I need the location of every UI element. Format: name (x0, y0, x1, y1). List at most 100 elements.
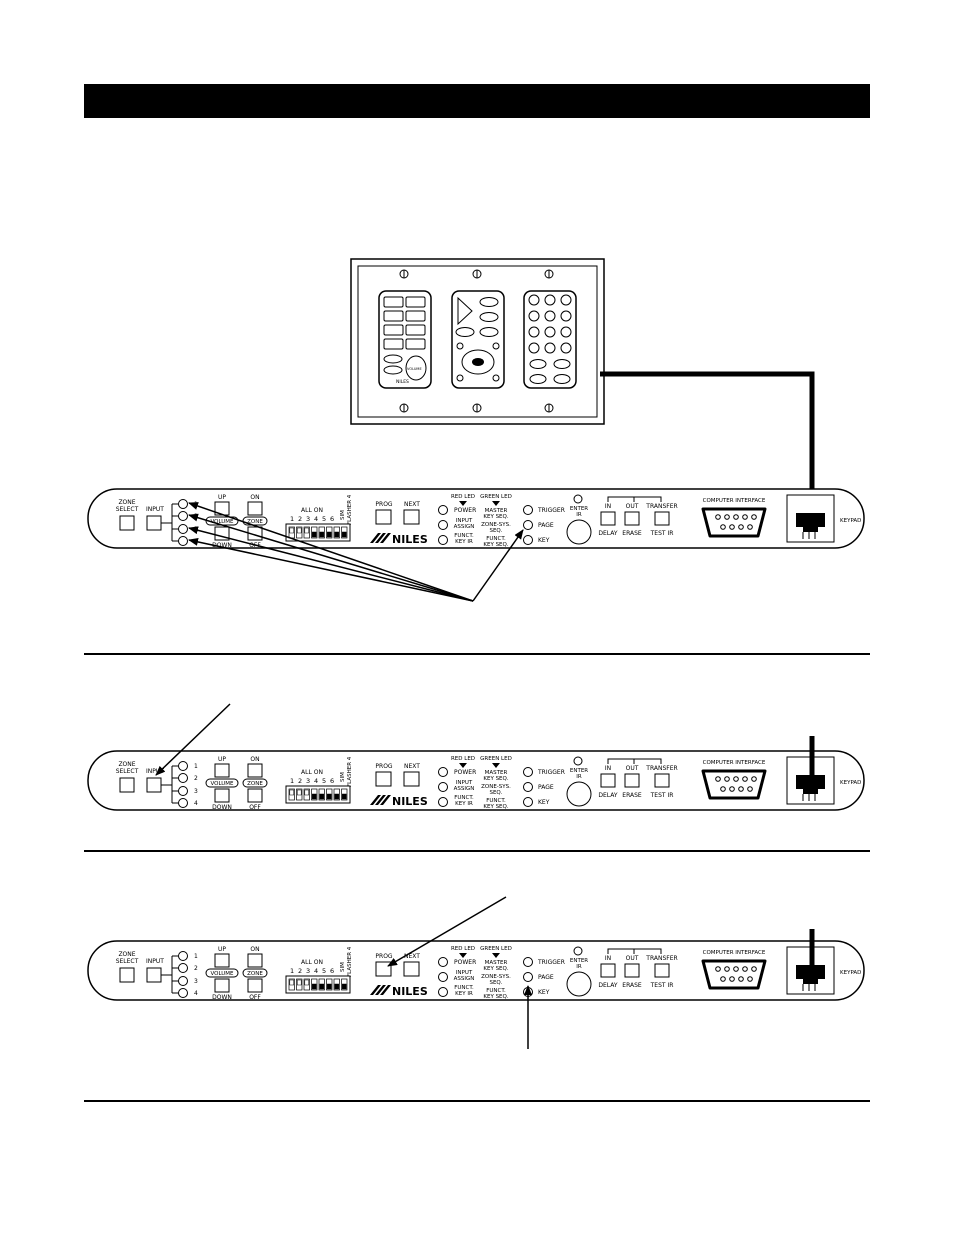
wall-key-button[interactable] (383, 324, 404, 336)
in-delay-button[interactable] (600, 511, 616, 526)
next-button[interactable] (403, 771, 420, 787)
wall-key-pill[interactable] (553, 374, 571, 384)
number-key[interactable] (528, 310, 540, 322)
prog-button[interactable] (375, 509, 392, 525)
wall-key-pill[interactable] (553, 359, 571, 369)
zone-on-button[interactable] (247, 763, 263, 778)
out-erase-button[interactable] (624, 773, 640, 788)
wall-key-pill[interactable] (383, 365, 403, 375)
input-label: INPUT (146, 506, 164, 513)
rewind-button[interactable] (455, 327, 475, 337)
zone-select-button[interactable] (119, 777, 135, 793)
enter-ir-led (573, 756, 583, 766)
transfer-test-ir-button[interactable] (654, 511, 670, 526)
wall-key-button[interactable] (383, 338, 404, 350)
zone-select-button[interactable] (119, 967, 135, 983)
in-out-bracket (607, 496, 662, 502)
wall-small-key[interactable] (492, 374, 500, 382)
in-out-bracket (607, 948, 662, 954)
wall-key-pill[interactable] (529, 374, 547, 384)
dip-num-2: 2 (298, 967, 302, 975)
zone-select-button[interactable] (119, 515, 135, 531)
zone-on-button[interactable] (247, 501, 263, 516)
number-key[interactable] (560, 326, 572, 338)
keypad-rj-jack[interactable] (796, 513, 825, 532)
dip-switch-block[interactable] (285, 523, 351, 542)
number-key[interactable] (560, 310, 572, 322)
volume-down-button[interactable] (214, 788, 230, 803)
wall-key-button[interactable] (405, 310, 426, 322)
next-button[interactable] (403, 961, 420, 977)
wall-key-pill[interactable] (383, 354, 403, 364)
zone-sys-seq-label-2: SEQ. (489, 790, 502, 796)
prog-button[interactable] (375, 961, 392, 977)
keypad-rj-jack[interactable] (796, 965, 825, 984)
number-key[interactable] (528, 342, 540, 354)
db9-pin-5 (751, 776, 757, 782)
sim-label: SIM (340, 510, 346, 520)
volume-up-button[interactable] (214, 953, 230, 968)
wall-key-button[interactable] (383, 310, 404, 322)
input-button[interactable] (146, 777, 162, 793)
wall-key-button[interactable] (405, 296, 426, 308)
number-key[interactable] (528, 326, 540, 338)
out-erase-button[interactable] (624, 963, 640, 978)
wall-small-key[interactable] (492, 342, 500, 350)
db9-pin-3 (733, 966, 739, 972)
input-button[interactable] (146, 515, 162, 531)
fast-forward-button[interactable] (479, 327, 499, 337)
zone-label: ZONE (247, 971, 263, 977)
wall-key-button[interactable] (405, 338, 426, 350)
wall-small-key[interactable] (456, 374, 464, 382)
dip-switch-block[interactable] (285, 975, 351, 994)
db9-port[interactable] (701, 507, 767, 538)
dip-switch-knob-3 (304, 789, 309, 796)
wall-key-button[interactable] (405, 324, 426, 336)
out-erase-button[interactable] (624, 511, 640, 526)
divider-rule-3 (84, 1100, 870, 1102)
prog-button[interactable] (375, 771, 392, 787)
number-key[interactable] (528, 294, 540, 306)
play-icon[interactable] (457, 296, 473, 326)
number-key[interactable] (560, 342, 572, 354)
pause-button[interactable] (479, 312, 499, 322)
db9-port[interactable] (701, 959, 767, 990)
number-key[interactable] (544, 326, 556, 338)
nav-select-button[interactable] (472, 358, 484, 366)
number-key[interactable] (544, 294, 556, 306)
master-key-seq-label-2: KEY SEQ. (483, 776, 508, 782)
funct-key-ir-label-2: KEY IR (455, 801, 473, 807)
wall-volume-rocker[interactable] (405, 355, 427, 381)
wall-key-pill[interactable] (529, 359, 547, 369)
number-key[interactable] (560, 294, 572, 306)
on-label: ON (250, 946, 259, 953)
red-led-arrow-icon (459, 953, 467, 958)
number-key[interactable] (544, 342, 556, 354)
volume-down-button[interactable] (214, 978, 230, 993)
transfer-test-ir-button[interactable] (654, 773, 670, 788)
zone-off-button[interactable] (247, 978, 263, 993)
input-button[interactable] (146, 967, 162, 983)
in-delay-button[interactable] (600, 963, 616, 978)
zone-led-2 (178, 773, 188, 783)
zone-select-label-2: SELECT (116, 768, 139, 775)
zone-off-button[interactable] (247, 788, 263, 803)
in-delay-button[interactable] (600, 773, 616, 788)
keypad-rj-jack[interactable] (796, 775, 825, 794)
wall-key-button[interactable] (383, 296, 404, 308)
number-key[interactable] (544, 310, 556, 322)
transfer-test-ir-button[interactable] (654, 963, 670, 978)
funct-key-seq-label-1: FUNCT. (486, 536, 506, 542)
dip-num-1: 1 (290, 967, 294, 975)
prog-label: PROG (375, 501, 393, 508)
wall-small-key[interactable] (456, 342, 464, 350)
zone-on-button[interactable] (247, 953, 263, 968)
stop-button[interactable] (479, 297, 499, 307)
green-led-arrow-icon (492, 763, 500, 768)
next-button[interactable] (403, 509, 420, 525)
input-assign-label-1: INPUT (456, 780, 473, 786)
master-key-seq-label-2: KEY SEQ. (483, 966, 508, 972)
db9-port[interactable] (701, 769, 767, 800)
dip-switch-block[interactable] (285, 785, 351, 804)
volume-up-button[interactable] (214, 763, 230, 778)
